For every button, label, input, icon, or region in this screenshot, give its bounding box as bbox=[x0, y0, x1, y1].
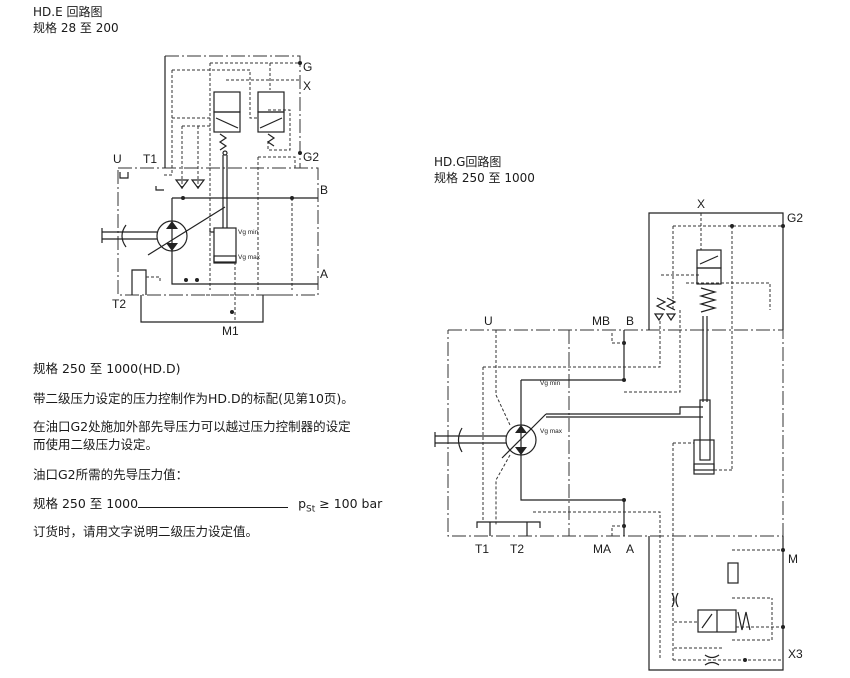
hde-title: HD.E 回路图 bbox=[33, 5, 103, 19]
hdg-port-u: U bbox=[484, 314, 493, 328]
hdg-port-g2: G2 bbox=[787, 211, 803, 225]
spec-leader-line bbox=[138, 496, 289, 508]
spec-symbol: p bbox=[298, 496, 307, 511]
hdg-port-a: A bbox=[626, 542, 634, 556]
hdg-vg-min-label: Vg min bbox=[540, 380, 561, 387]
hde-port-t1: T1 bbox=[143, 152, 157, 166]
hde-boundary-top bbox=[165, 55, 301, 168]
hdg-valve-lower bbox=[696, 267, 722, 285]
hdg-rotation-icon bbox=[457, 427, 463, 453]
hde-port-t2: T2 bbox=[112, 297, 126, 311]
hde-port-b: B bbox=[320, 183, 328, 197]
hdg-port-x: X bbox=[697, 197, 705, 211]
paragraph-g2-line1: 在油口G2处施加外部先导压力可以越过压力控制器的设定 bbox=[33, 419, 351, 434]
hde-port-x: X bbox=[303, 79, 311, 93]
paragraph-order: 订货时，请用文字说明二级压力设定值。 bbox=[33, 524, 259, 539]
hde-port-m1: M1 bbox=[222, 324, 239, 338]
spec-value: ≥ 100 bar bbox=[319, 496, 383, 511]
hde-port-a: A bbox=[320, 267, 328, 281]
hdg-port-t2: T2 bbox=[510, 542, 524, 556]
hdg-vg-max-label: Vg max bbox=[540, 428, 563, 435]
hdg-throttle-icon bbox=[727, 562, 739, 584]
hdg-port-t1: T1 bbox=[475, 542, 489, 556]
hde-spring-icon bbox=[218, 133, 228, 151]
hde-port-u: U bbox=[113, 152, 122, 166]
hde-cylinder-icon bbox=[213, 227, 237, 264]
hde-port-g: G bbox=[303, 60, 312, 74]
hdg-spring-icon bbox=[698, 287, 718, 313]
hdg-valve-upper bbox=[696, 249, 722, 269]
spec-label: 规格 250 至 1000 bbox=[33, 496, 139, 511]
hdg-port-b: B bbox=[626, 314, 634, 328]
hdg-port-x3: X3 bbox=[788, 647, 803, 661]
hdg-boundary-main bbox=[447, 329, 784, 537]
section-heading: 规格 250 至 1000(HD.D) bbox=[33, 361, 181, 376]
hde-valve-1-lower bbox=[213, 111, 241, 133]
paragraph-standard: 带二级压力设定的压力控制作为HD.D的标配(见第10页)。 bbox=[33, 391, 354, 406]
paragraph-pilot: 油口G2所需的先导压力值： bbox=[33, 467, 189, 482]
spec-subscript: St bbox=[306, 504, 316, 515]
hde-vg-max-label: Vg max bbox=[238, 254, 261, 261]
hdg-title: HD.G回路图 bbox=[434, 155, 502, 169]
hde-check-valve-icon bbox=[174, 179, 190, 189]
hde-tank-icon bbox=[119, 172, 129, 179]
paragraph-g2-line2: 而使用二级压力设定。 bbox=[33, 437, 159, 452]
hde-valve-2-lower bbox=[257, 111, 285, 133]
hde-boundary-main bbox=[117, 167, 319, 296]
hde-rotation-icon bbox=[121, 224, 127, 248]
hdg-port-ma: MA bbox=[593, 542, 611, 556]
hde-subtitle: 规格 28 至 200 bbox=[33, 21, 119, 35]
spec-row: 规格 250 至 1000 pSt ≥ 100 bar bbox=[33, 496, 382, 518]
hde-vg-min-label: Vg min bbox=[238, 229, 259, 236]
hdg-check-valve-icon bbox=[653, 313, 665, 322]
hdg-port-mb: MB bbox=[592, 314, 610, 328]
hde-port-g2: G2 bbox=[303, 150, 319, 164]
hdg-cylinder-icon bbox=[693, 439, 715, 475]
hdg-subtitle: 规格 250 至 1000 bbox=[434, 171, 535, 185]
hdg-port-m: M bbox=[788, 552, 798, 566]
